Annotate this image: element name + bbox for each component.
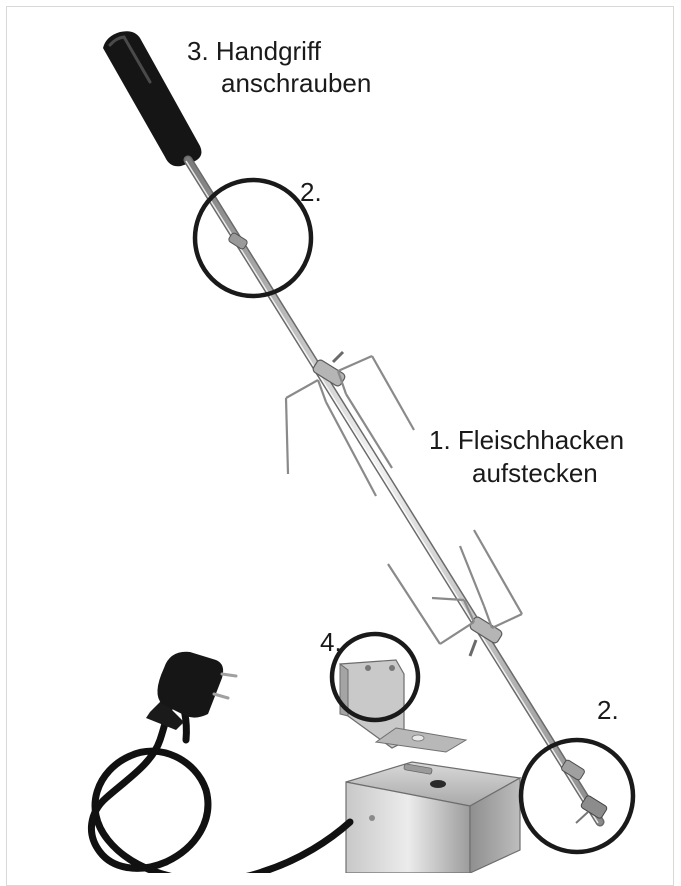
marker-label-bottom: 2. <box>597 695 619 725</box>
step3-label-line1: 3. Handgriff <box>187 36 321 66</box>
callout-circle-top <box>195 180 311 296</box>
marker-label-bracket: 4. <box>320 627 342 657</box>
power-plug-icon <box>91 652 350 873</box>
marker-label-top: 2. <box>300 177 322 207</box>
motor-box-icon <box>346 762 520 873</box>
callout-circle-bottom <box>521 740 633 852</box>
step3-label-line2: anschrauben <box>221 68 371 98</box>
mounting-bracket-icon <box>340 660 466 752</box>
step1-label-line1: 1. Fleischhacken <box>429 425 624 455</box>
step1-label-line2: aufstecken <box>472 458 598 488</box>
